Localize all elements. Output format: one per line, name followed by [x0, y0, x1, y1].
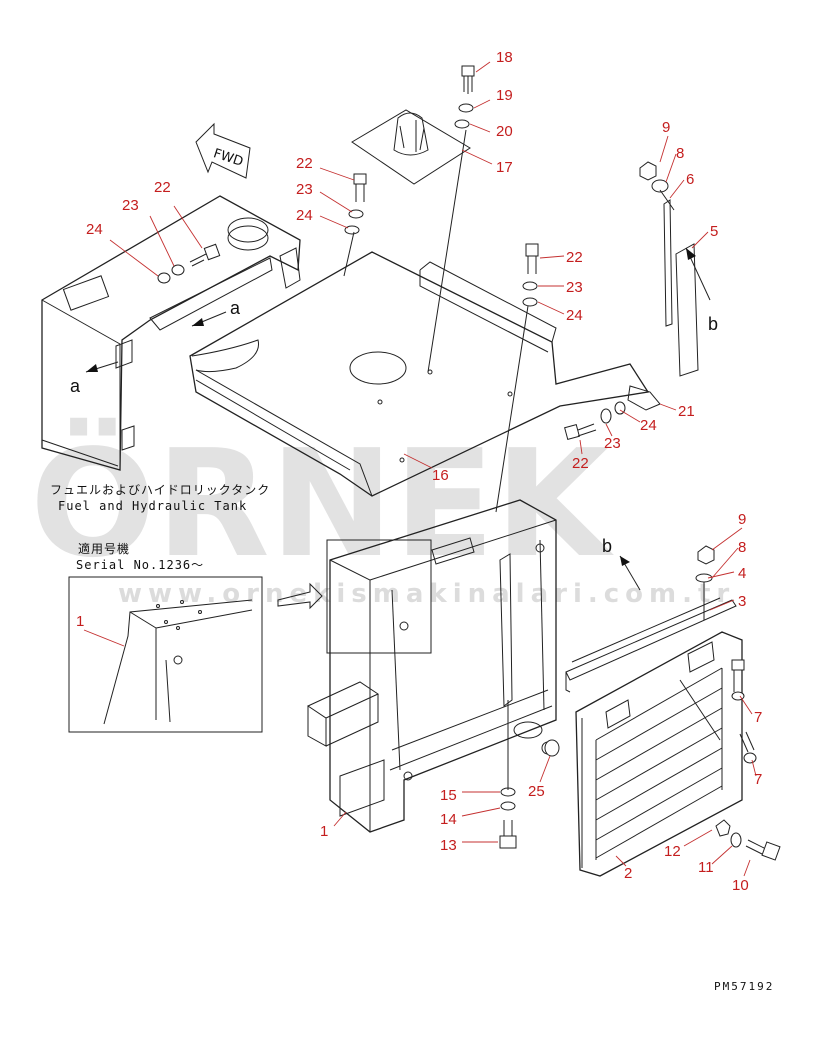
view-letter: b	[602, 536, 612, 556]
bracket-5	[663, 199, 699, 377]
callout-number: 1	[76, 613, 84, 630]
callout-number: 23	[122, 197, 139, 214]
bolt-10	[745, 839, 781, 861]
bolt-22-top	[353, 173, 367, 202]
floor-plate	[189, 251, 650, 497]
view-letter: b	[708, 314, 718, 334]
bolt-7-upper	[731, 659, 745, 701]
callout-number: 23	[604, 435, 621, 452]
rail-bar	[565, 597, 737, 693]
part-callouts: 18 19 20 17 22 23 24 22 23 24 22 23 24 2…	[76, 49, 762, 894]
callout-number: 24	[86, 221, 103, 238]
fwd-arrow-icon: FWD	[195, 122, 251, 179]
callout-number: 23	[566, 279, 583, 296]
callout-number: 9	[738, 511, 746, 528]
fwd-label: FWD	[211, 146, 244, 170]
view-letter: a	[230, 298, 241, 318]
callout-number: 2	[624, 865, 632, 882]
view-letters: a a b b	[70, 298, 718, 556]
callout-number: 22	[154, 179, 171, 196]
callout-number: 23	[296, 181, 313, 198]
caption-tank-en: Fuel and Hydraulic Tank	[58, 499, 247, 513]
callout-number: 8	[738, 539, 746, 556]
caption-serial: Serial No.1236〜	[76, 558, 204, 572]
callout-number: 21	[678, 403, 695, 420]
leader-lines	[83, 61, 757, 877]
watermark-url: www.ornekismakinalari.com.tr	[118, 579, 735, 609]
captions: フュエルおよびハイドロリックタンク Fuel and Hydraulic Tan…	[50, 483, 270, 572]
bolt-13	[499, 820, 517, 849]
fuel-hydraulic-tank	[41, 195, 301, 471]
callout-number: 25	[528, 783, 545, 800]
caption-applicable-jp: 適用号機	[78, 541, 130, 556]
callout-number: 18	[496, 49, 513, 66]
callout-number: 11	[698, 859, 714, 876]
bolt-22-side	[564, 423, 597, 440]
callout-number: 6	[686, 171, 694, 188]
callout-number: 22	[566, 249, 583, 266]
callout-number: 19	[496, 87, 513, 104]
callout-number: 5	[710, 223, 718, 240]
bolt-22-left	[189, 243, 221, 267]
grille-cover	[575, 631, 743, 877]
callout-number: 14	[440, 811, 457, 828]
drawing-code: PM57192	[714, 980, 774, 993]
callout-number: 12	[664, 843, 681, 860]
detail-inset	[68, 539, 432, 733]
callout-number: 7	[754, 709, 762, 726]
callout-number: 13	[440, 837, 457, 854]
callout-number: 24	[566, 307, 583, 324]
callout-number: 3	[738, 593, 746, 610]
bolt-18	[461, 65, 475, 94]
callout-number: 4	[738, 565, 746, 582]
callout-number: 17	[496, 159, 513, 176]
watermark-brand: ÖRNEK	[30, 417, 615, 590]
view-arrows	[85, 247, 711, 591]
caption-tank-jp: フュエルおよびハイドロリックタンク	[50, 483, 270, 497]
callout-number: 24	[296, 207, 313, 224]
bolt-7-lower	[739, 731, 757, 764]
callout-number: 10	[732, 877, 749, 894]
callout-number: 20	[496, 123, 513, 140]
strainer-plate	[351, 109, 471, 185]
callout-number: 8	[676, 145, 684, 162]
view-letter: a	[70, 376, 81, 396]
callout-number: 1	[320, 823, 328, 840]
callout-number: 22	[296, 155, 313, 172]
bolt-22-right	[525, 243, 539, 274]
callout-number: 15	[440, 787, 457, 804]
callout-number: 9	[662, 119, 670, 136]
watermark: ÖRNEK www.ornekismakinalari.com.tr	[30, 417, 735, 609]
callout-number: 7	[754, 771, 762, 788]
callout-number: 16	[432, 467, 449, 484]
callout-number: 24	[640, 417, 657, 434]
callout-number: 22	[572, 455, 589, 472]
